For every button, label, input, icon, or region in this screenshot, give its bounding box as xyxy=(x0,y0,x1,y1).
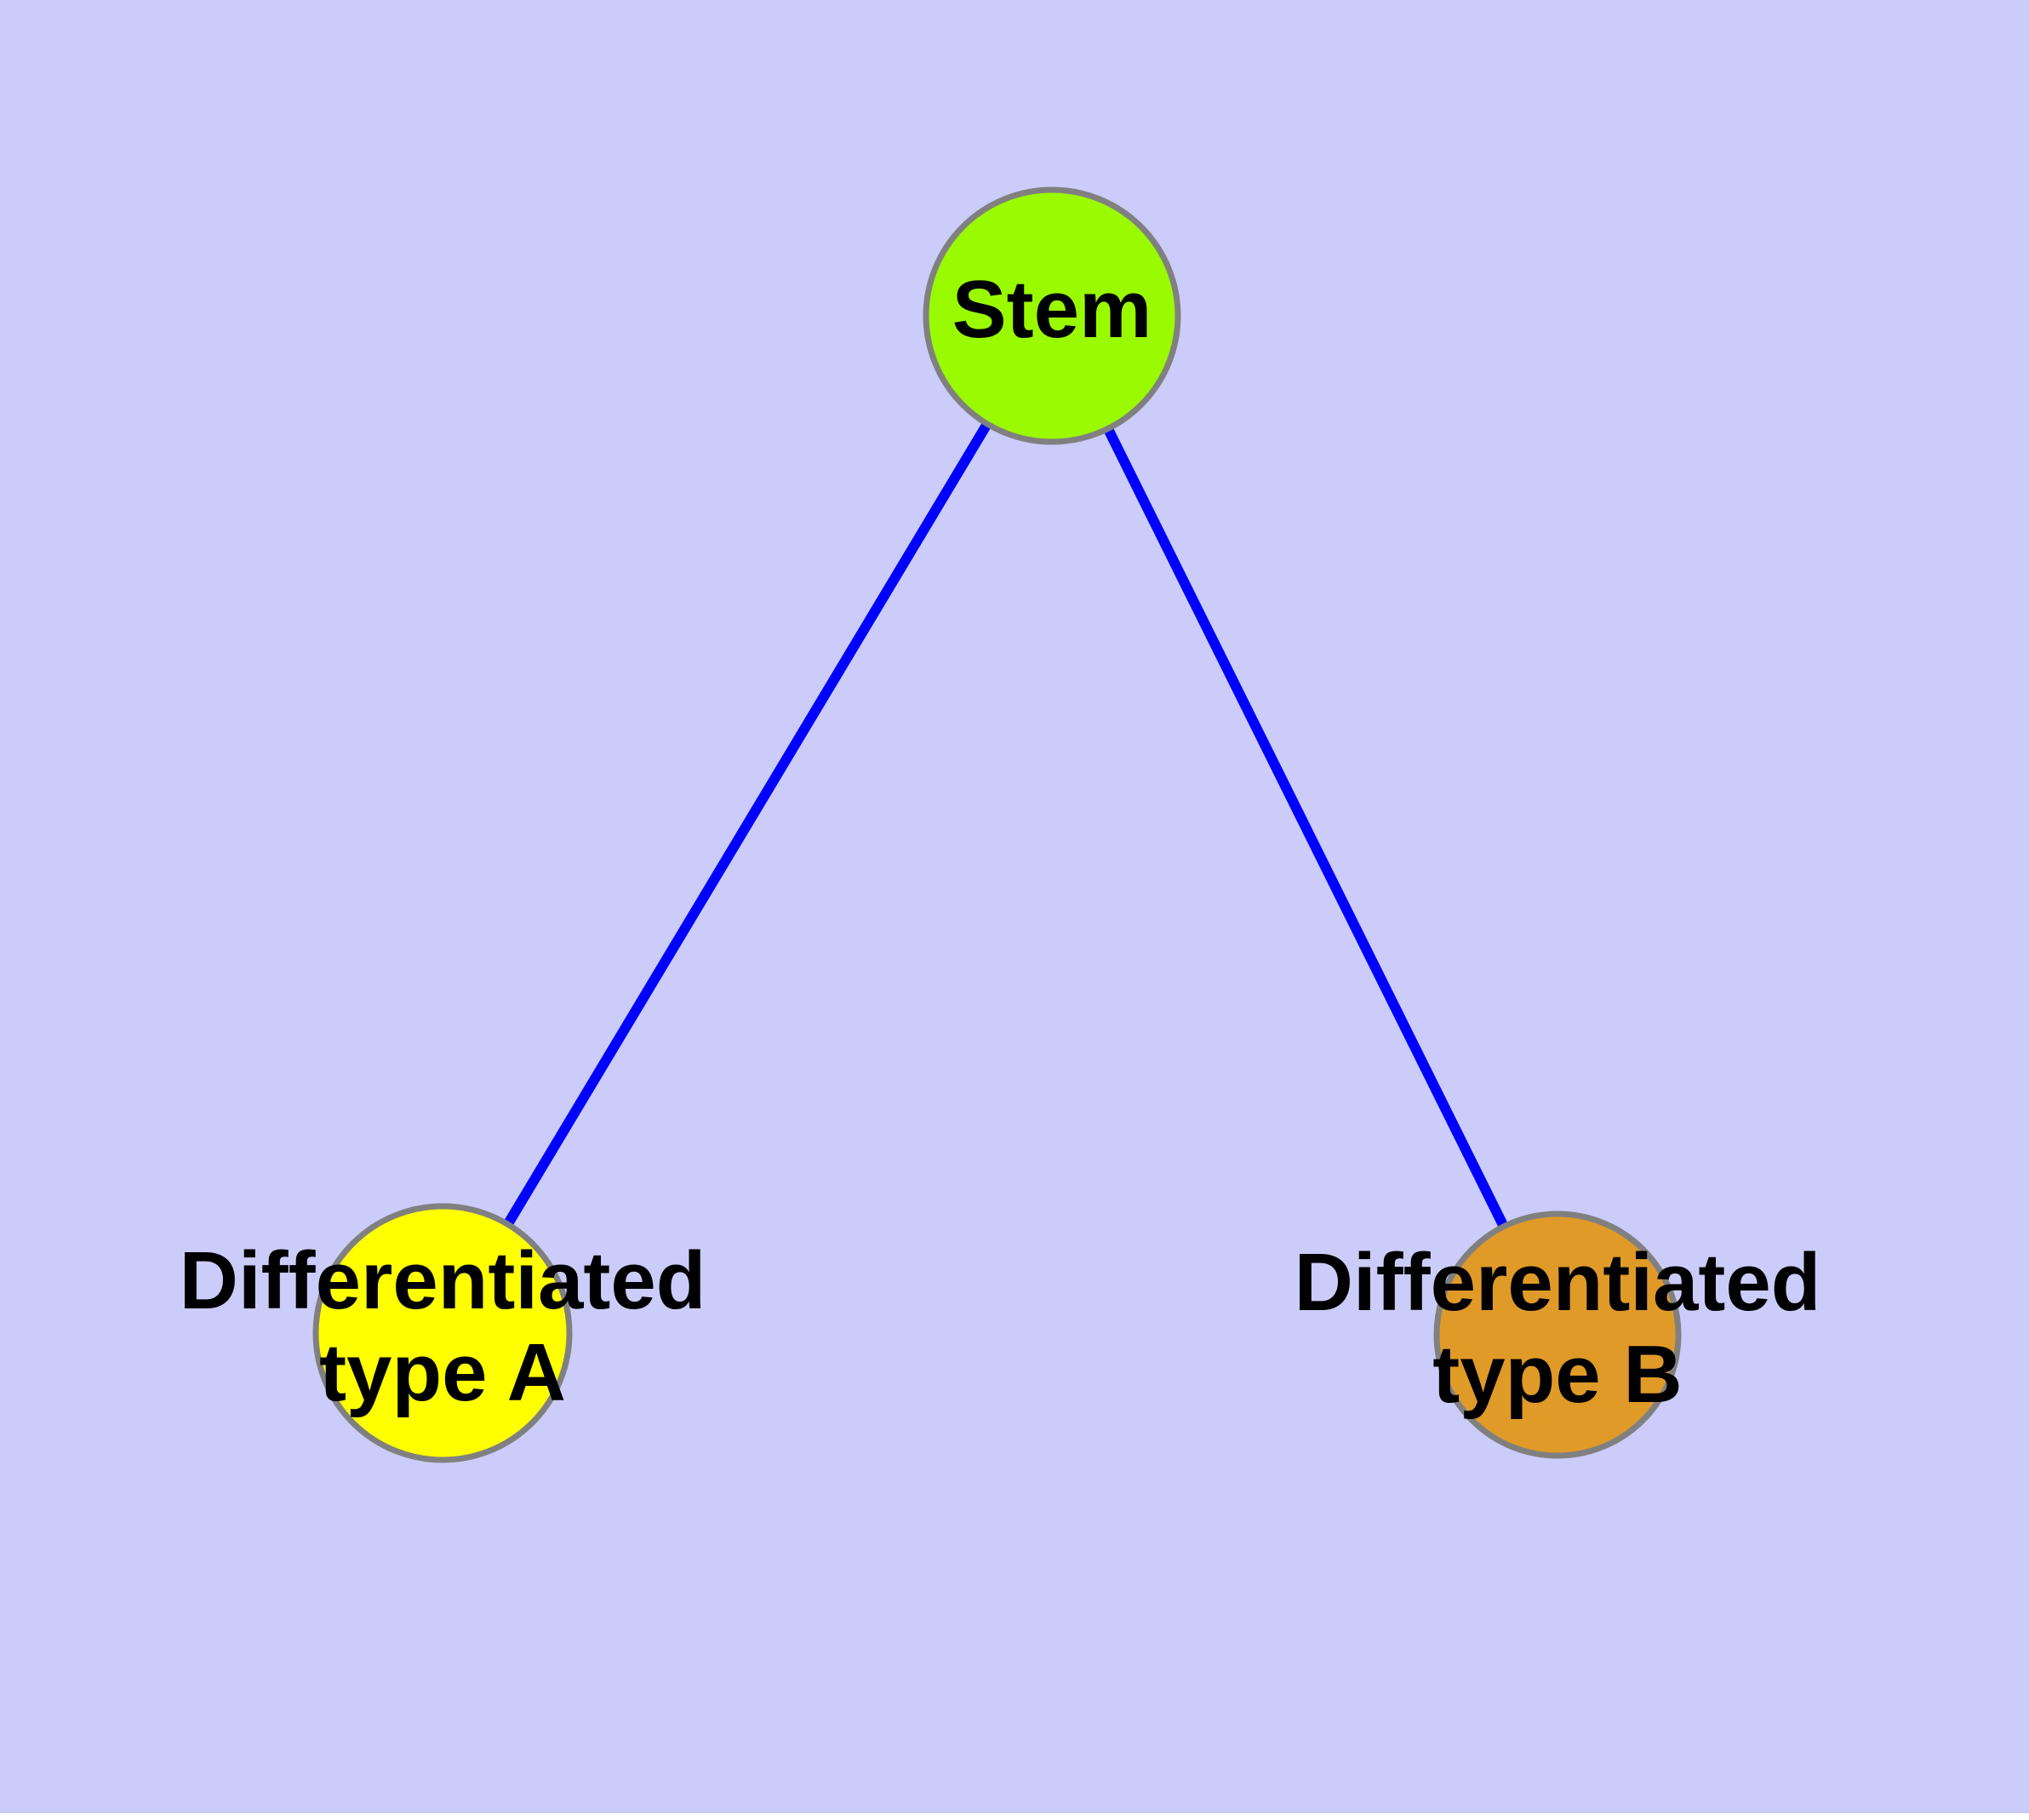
node-diff-b[interactable] xyxy=(1433,1210,1682,1459)
edge-group xyxy=(437,312,1563,1337)
node-stem[interactable] xyxy=(923,186,1181,445)
node-diff-a[interactable] xyxy=(312,1203,573,1463)
node-circle-diff-a[interactable] xyxy=(312,1203,573,1463)
edge-stem-diff-a[interactable] xyxy=(437,312,1057,1336)
edge-stem-diff-b[interactable] xyxy=(1047,313,1563,1337)
node-circle-stem[interactable] xyxy=(923,186,1181,445)
node-circle-diff-b[interactable] xyxy=(1433,1210,1682,1459)
node-label-stem: Stem xyxy=(952,264,1152,355)
node-group xyxy=(312,186,1682,1463)
